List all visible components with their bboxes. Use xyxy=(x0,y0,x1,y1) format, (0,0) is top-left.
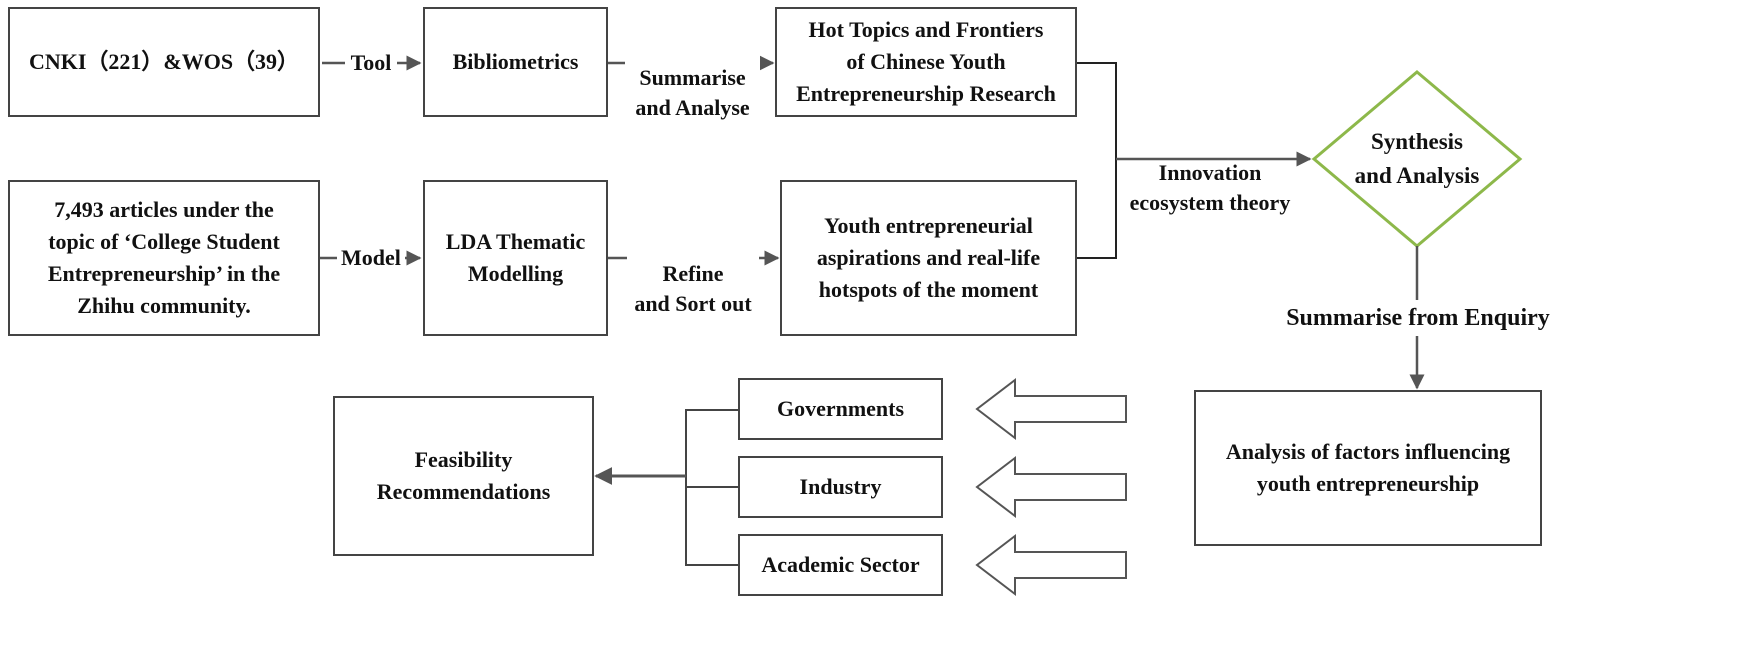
youth-aspirations-box: Youth entrepreneurial aspirations and re… xyxy=(780,180,1077,336)
academic-box: Academic Sector xyxy=(738,534,943,596)
industry-text: Industry xyxy=(799,474,882,499)
refine-sort-text: Refine and Sort out xyxy=(634,261,752,316)
bracket-to-synthesis xyxy=(1077,62,1117,259)
youth-aspirations-text: Youth entrepreneurial aspirations and re… xyxy=(816,213,1041,302)
factors-box: Analysis of factors influencing youth en… xyxy=(1194,390,1542,546)
bibliometrics-text: Bibliometrics xyxy=(452,49,579,74)
lda-box: LDA Thematic Modelling xyxy=(423,180,608,336)
innovation-label: Innovation ecosystem theory xyxy=(1116,128,1304,218)
academic-text: Academic Sector xyxy=(761,552,920,577)
tool-text: Tool xyxy=(350,50,392,75)
innovation-text: Innovation ecosystem theory xyxy=(1129,160,1291,215)
zhihu-articles-box: 7,493 articles under the topic of ‘Colle… xyxy=(8,180,320,336)
synthesis-text: Synthesis and Analysis xyxy=(1354,129,1480,188)
hollow-arrow-academic xyxy=(975,533,1127,597)
summarise-analyse-text: Summarise and Analyse xyxy=(635,65,750,120)
feasibility-text: Feasibility Recommendations xyxy=(376,447,551,504)
lda-text: LDA Thematic Modelling xyxy=(445,229,586,286)
feasibility-box: Feasibility Recommendations xyxy=(333,396,594,556)
governments-text: Governments xyxy=(776,396,905,421)
sources-text: CNKI（221）&WOS（39） xyxy=(28,49,300,74)
factors-text: Analysis of factors influencing youth en… xyxy=(1225,439,1511,496)
summarise-analyse-label: Summarise and Analyse xyxy=(625,33,760,123)
hot-topics-box: Hot Topics and Frontiers of Chinese Yout… xyxy=(775,7,1077,117)
hollow-arrow-industry xyxy=(975,455,1127,519)
governments-box: Governments xyxy=(738,378,943,440)
refine-sort-label: Refine and Sort out xyxy=(627,229,759,319)
zhihu-articles-text: 7,493 articles under the topic of ‘Colle… xyxy=(47,197,281,318)
bibliometrics-box: Bibliometrics xyxy=(423,7,608,117)
hot-topics-text: Hot Topics and Frontiers of Chinese Yout… xyxy=(796,17,1056,106)
summarise-enquiry-text: Summarise from Enquiry xyxy=(1286,305,1550,331)
summarise-enquiry-label: Summarise from Enquiry xyxy=(1262,303,1574,333)
model-text: Model xyxy=(341,245,401,270)
sources-box: CNKI（221）&WOS（39） xyxy=(8,7,320,117)
hollow-arrow-governments xyxy=(975,377,1127,441)
synthesis-label: Synthesis and Analysis xyxy=(1337,119,1497,199)
industry-box: Industry xyxy=(738,456,943,518)
model-label: Model xyxy=(337,243,405,273)
tool-label: Tool xyxy=(345,48,397,78)
